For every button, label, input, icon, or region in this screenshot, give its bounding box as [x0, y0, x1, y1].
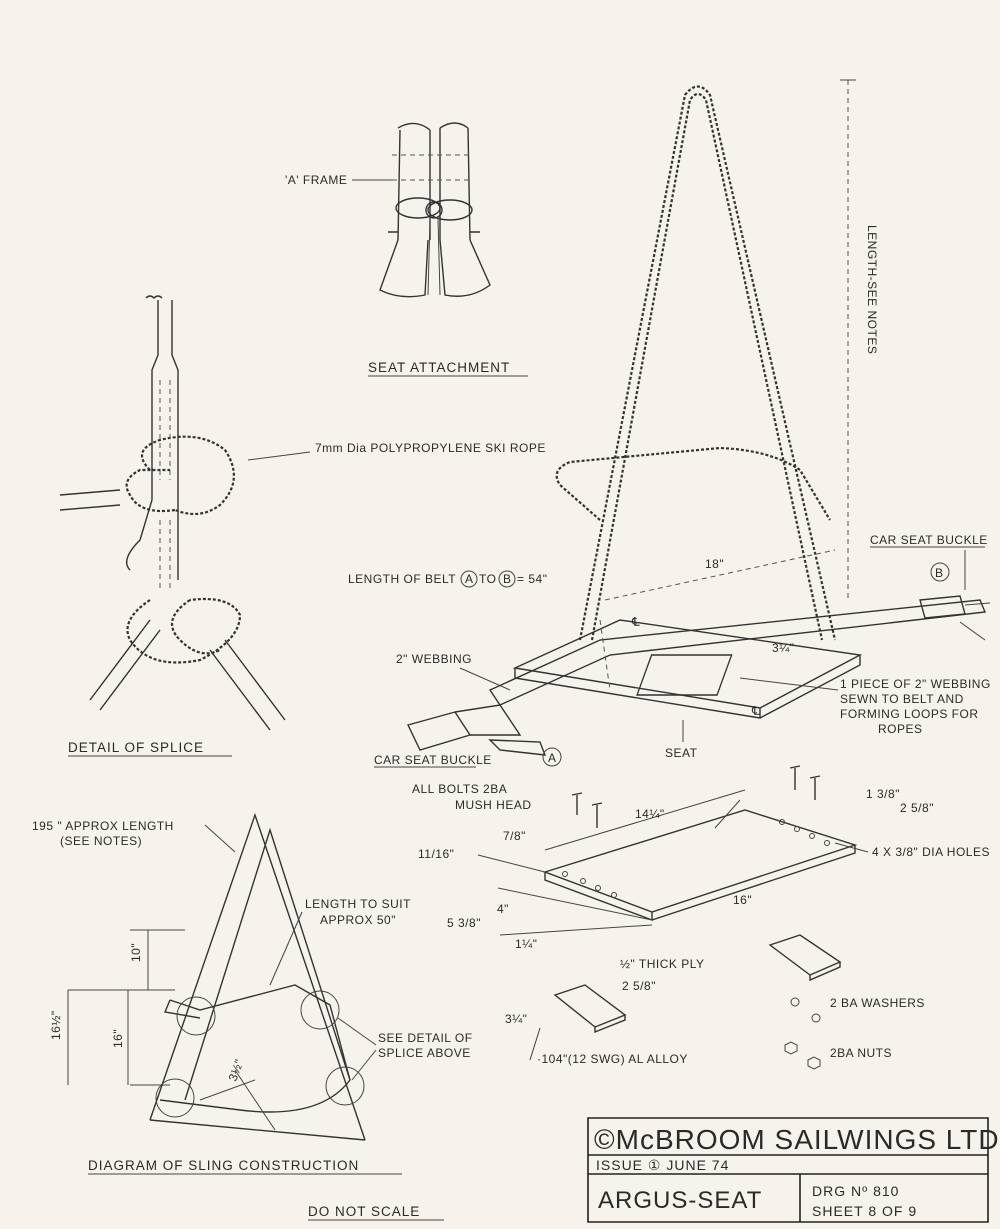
- piece-webbing-line1: 1 PIECE OF 2" WEBBING: [840, 677, 991, 691]
- piece-leader: [739, 677, 839, 691]
- length-to-suit-line2: APPROX 50": [320, 913, 396, 927]
- car-seat-buckle-left-label: CAR SEAT BUCKLE: [374, 753, 492, 767]
- dim-3-half: 3½": [226, 1057, 247, 1083]
- dim-3-quarter: 3¼": [772, 641, 794, 655]
- do-not-scale-label: DO NOT SCALE: [308, 1204, 420, 1219]
- dim-10: 10": [129, 943, 143, 962]
- dim-1-3-8: 1 3/8": [866, 787, 900, 801]
- rope-label: 7mm Dia POLYPROPYLENE SKI ROPE: [315, 441, 546, 455]
- length-of-belt-label: LENGTH OF BELT: [348, 572, 456, 586]
- approx-length-line2: (SEE NOTES): [60, 834, 142, 848]
- length-see-notes-label: LENGTH-SEE NOTES: [865, 225, 879, 354]
- a-frame-label: 'A' FRAME: [285, 173, 347, 187]
- car-seat-buckle-right-label: CAR SEAT BUCKLE: [870, 533, 988, 547]
- dim-14-quarter: 14¼": [635, 807, 665, 821]
- belt-a-marker: A: [465, 572, 474, 586]
- dim-2-5-8-lower: 2 5/8": [622, 979, 656, 993]
- dim-7-8: 7/8": [503, 829, 526, 843]
- belt-to: TO: [479, 572, 496, 586]
- see-detail-line2: SPLICE ABOVE: [378, 1046, 471, 1060]
- dim-4: 4": [497, 902, 509, 916]
- all-bolts-line1: ALL BOLTS 2BA: [412, 782, 507, 796]
- a-frame-assembly: [407, 79, 991, 756]
- sling-diagram: [67, 812, 366, 1141]
- dim-11-16: 11/16": [418, 847, 454, 861]
- marker-a-circle: [542, 747, 562, 767]
- approx-length-line1: 195 " APPROX LENGTH: [32, 819, 174, 833]
- dim-3-quarter-lower: 3¼": [505, 1012, 527, 1026]
- dim-16-seat: 16": [733, 893, 752, 907]
- seat-label: SEAT: [665, 746, 698, 760]
- splice-detail: [59, 295, 286, 731]
- dim-5-3-8: 5 3/8": [447, 916, 481, 930]
- rope-leader: [247, 451, 311, 461]
- seat-attachment-detail: [379, 122, 491, 298]
- seat-attachment-title: SEAT ATTACHMENT: [368, 360, 510, 375]
- length-to-suit-line1: LENGTH TO SUIT: [305, 897, 411, 911]
- holes-label: 4 X 3/8" DIA HOLES: [872, 845, 990, 859]
- alloy-label: ·104"(12 SWG) AL ALLOY: [537, 1052, 688, 1066]
- dim-16-sling: 16": [111, 1029, 125, 1048]
- length-to-suit-leader: [269, 911, 303, 986]
- company-name: ©McBROOM SAILWINGS LTD: [594, 1124, 1000, 1155]
- see-detail-line1: SEE DETAIL OF: [378, 1031, 473, 1045]
- marker-b-circle: [930, 562, 950, 582]
- centre-mark-2: ℄: [751, 704, 760, 718]
- sheet-number: SHEET 8 OF 9: [812, 1203, 917, 1219]
- dim-2-5-8-top: 2 5/8": [900, 801, 934, 815]
- dim-16-half: 16½": [49, 1010, 63, 1040]
- washers-label: 2 BA WASHERS: [830, 996, 925, 1010]
- drawing-number: DRG Nº 810: [812, 1183, 899, 1199]
- belt-a-circle: [460, 570, 478, 588]
- thick-ply-label: ½" THICK PLY: [620, 957, 705, 971]
- approx-length-leader: [204, 824, 236, 853]
- marker-a: A: [548, 751, 557, 765]
- marker-b: B: [935, 566, 944, 580]
- belt-length-value: = 54": [517, 572, 547, 586]
- title-block: [587, 1117, 989, 1223]
- piece-webbing-line4: ROPES: [878, 722, 923, 736]
- piece-webbing-line2: SEWN TO BELT AND: [840, 692, 964, 706]
- centre-mark-1: ℄: [631, 615, 640, 629]
- dim-18: 18": [705, 557, 724, 571]
- all-bolts-line2: MUSH HEAD: [455, 798, 532, 812]
- dim-1-quarter: 1¼": [515, 937, 537, 951]
- nuts-label: 2BA NUTS: [830, 1046, 892, 1060]
- webbing-leader: [459, 667, 511, 691]
- splice-detail-title: DETAIL OF SPLICE: [68, 740, 204, 755]
- webbing-label: 2" WEBBING: [396, 652, 472, 666]
- belt-b-marker: B: [503, 572, 512, 586]
- holes-leader: [834, 842, 869, 853]
- drawing-name: ARGUS-SEAT: [598, 1187, 762, 1214]
- issue-label: ISSUE ① JUNE 74: [596, 1157, 729, 1173]
- belt-b-circle: [498, 570, 516, 588]
- see-detail-leaders: [337, 1017, 377, 1081]
- piece-webbing-line3: FORMING LOOPS FOR: [840, 707, 979, 721]
- seat-board-exploded: [477, 765, 858, 1070]
- sling-diagram-title: DIAGRAM OF SLING CONSTRUCTION: [88, 1158, 359, 1173]
